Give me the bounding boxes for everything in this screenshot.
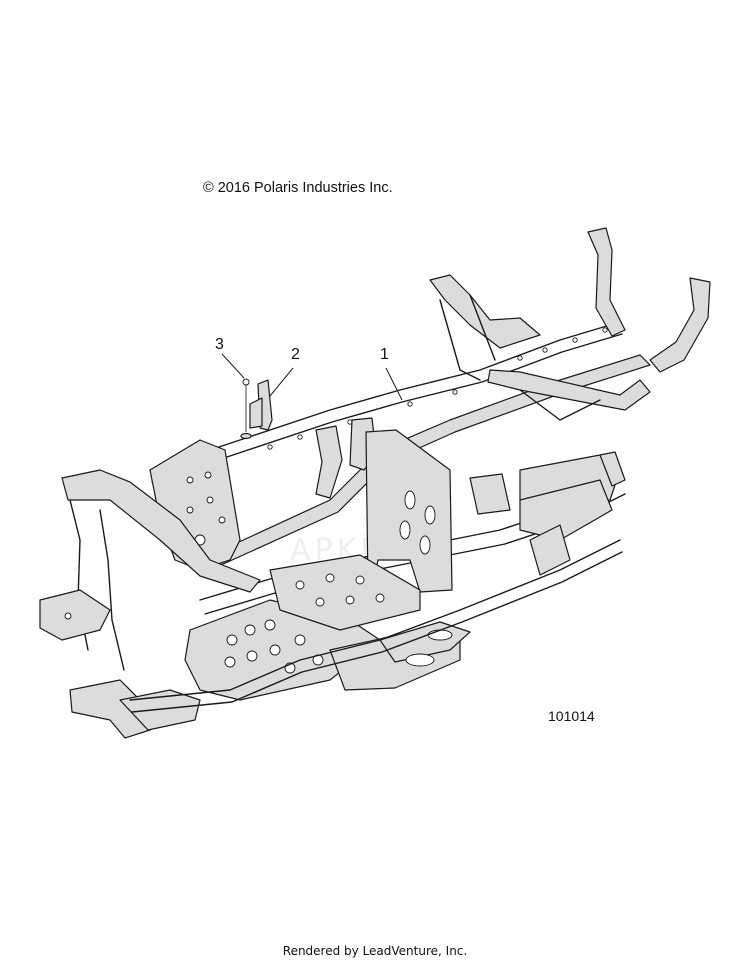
leader-line-2 [269, 367, 294, 397]
callout-3: 3 [215, 336, 224, 353]
callout-2: 2 [291, 346, 300, 363]
fastener-part [240, 378, 252, 440]
callout-1: 1 [380, 346, 389, 363]
figure-number: 101014 [548, 708, 595, 724]
leader-line-1 [385, 367, 403, 401]
copyright-notice: © 2016 Polaris Industries Inc. [203, 180, 393, 196]
leader-line-3 [221, 353, 245, 379]
footer-credit: Rendered by LeadVenture, Inc. [282, 944, 468, 958]
frame-assembly [39, 227, 711, 739]
bracket-part [249, 379, 273, 431]
